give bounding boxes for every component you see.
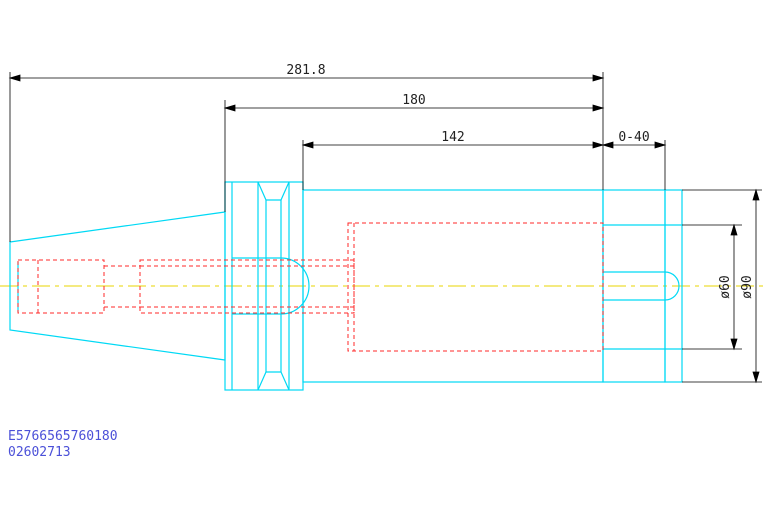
part-code-line2: 02602713 [8, 445, 71, 460]
extension-end [664, 189, 683, 383]
key-slot [603, 271, 680, 301]
dim-outer-diameter: ø90 [740, 275, 755, 298]
dim-body-length: 142 [441, 130, 464, 145]
dimension-lines [8, 72, 762, 384]
hidden-bore-1 [17, 259, 105, 314]
hidden-main-bore [347, 222, 604, 352]
dim-overall-length: 281.8 [286, 63, 325, 78]
dim-adjust-range: 0-40 [618, 130, 649, 145]
dim-flange-length: 180 [402, 93, 425, 108]
v-groove-top [257, 181, 290, 201]
dim-inner-diameter: ø60 [718, 275, 733, 298]
part-code-line1: E5766565760180 [8, 429, 118, 444]
hidden-lines [17, 222, 604, 352]
v-groove-bottom [257, 371, 290, 391]
